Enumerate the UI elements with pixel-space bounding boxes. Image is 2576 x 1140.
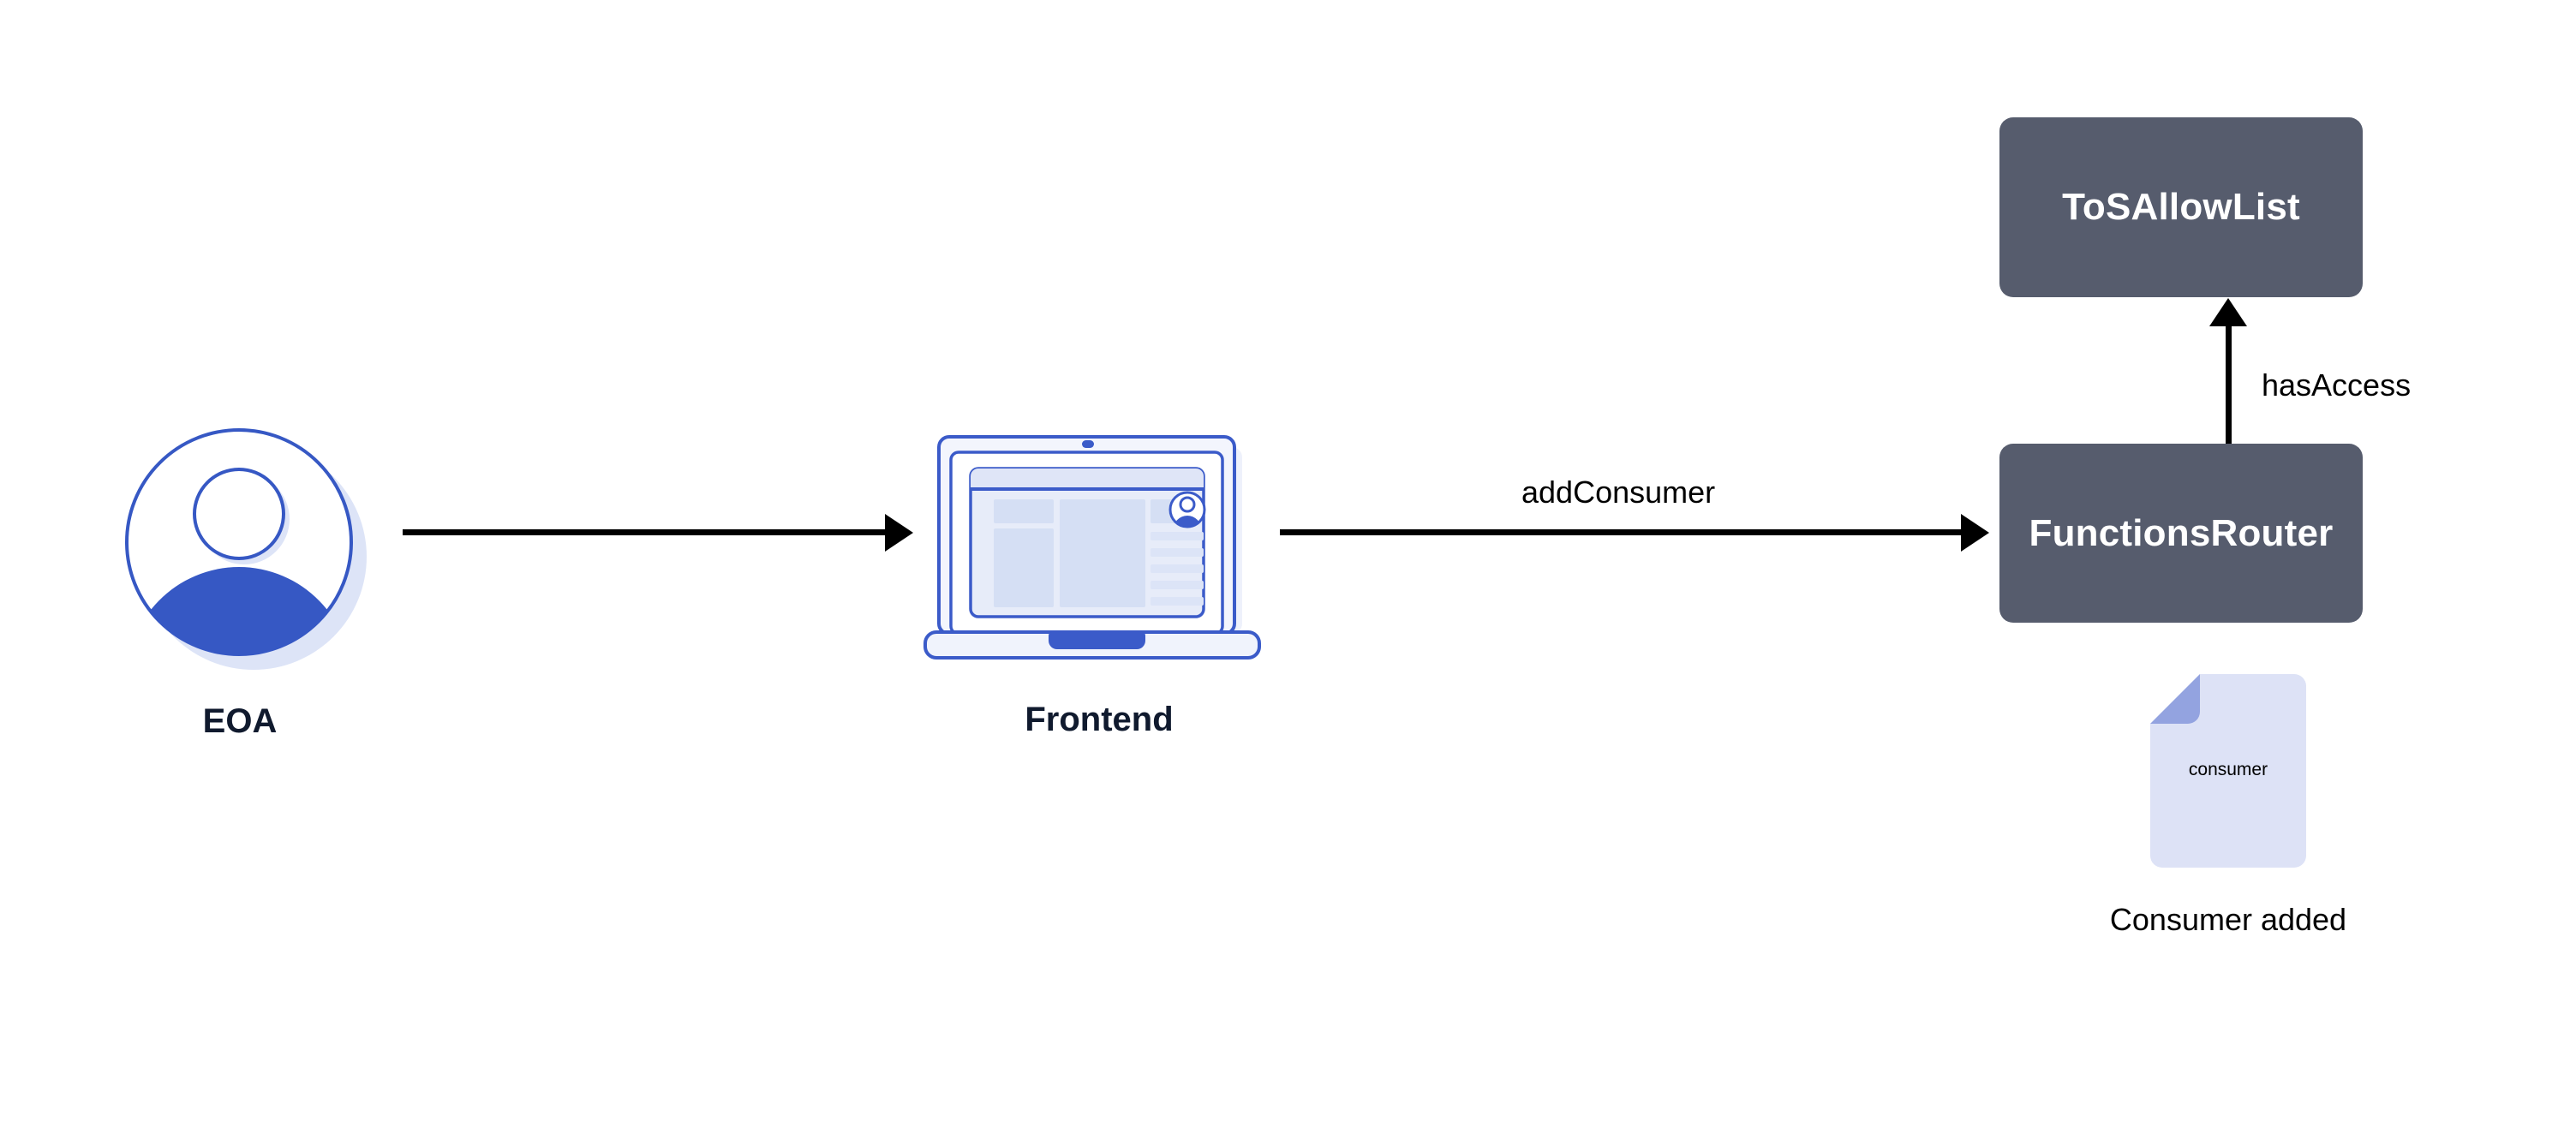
node-functions-router[interactable]: FunctionsRouter (1999, 444, 2363, 623)
user-avatar-icon (123, 427, 372, 675)
document-icon-label: consumer (2188, 760, 2268, 779)
node-tos-allow-list[interactable]: ToSAllowList (1999, 117, 2363, 297)
document-icon (2150, 674, 2306, 868)
arrow-router-to-allowlist-head (2209, 298, 2247, 326)
frontend-node-label: Frontend (1025, 701, 1174, 738)
consumer-added-caption: Consumer added (2109, 902, 2347, 937)
functions-router-label: FunctionsRouter (2029, 511, 2334, 554)
edge-label-has-access: hasAccess (2262, 367, 2412, 403)
arrow-eoa-to-frontend-head (885, 514, 913, 552)
arrow-eoa-to-frontend-line (403, 529, 887, 535)
laptop-icon (917, 428, 1285, 668)
eoa-node-label: EOA (202, 702, 278, 740)
tos-allow-list-label: ToSAllowList (2062, 186, 2300, 228)
edge-label-add-consumer: addConsumer (1521, 475, 1716, 510)
arrow-router-to-allowlist-line (2226, 325, 2232, 445)
arrow-frontend-to-router-line (1280, 529, 1963, 535)
arrow-frontend-to-router-head (1961, 514, 1989, 552)
